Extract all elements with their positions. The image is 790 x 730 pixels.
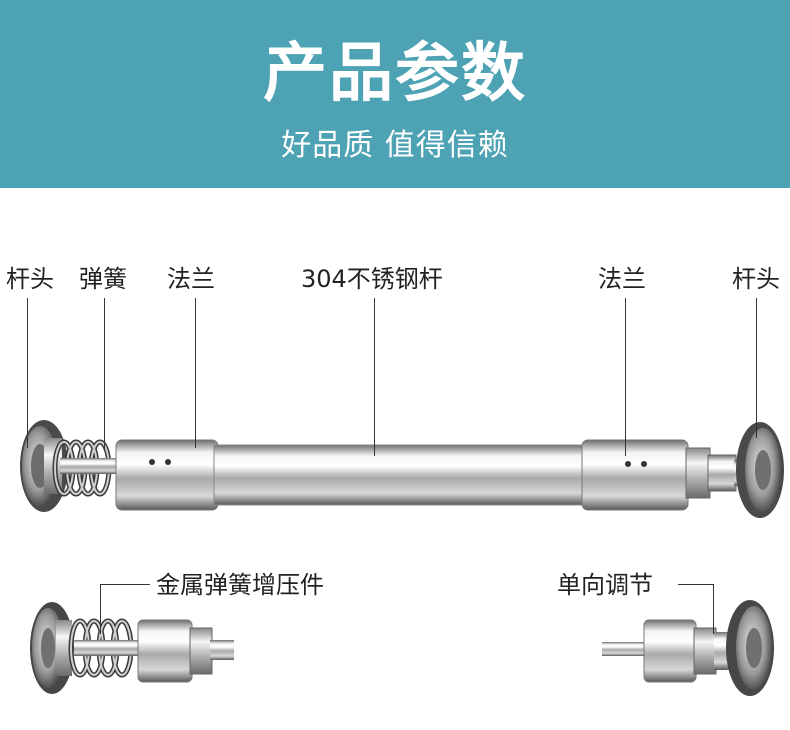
main-assembly — [20, 420, 784, 518]
label-spring-compressor: 金属弹簧增压件 — [156, 571, 324, 599]
one-way-adjuster-detail — [602, 600, 774, 696]
leader-flange-right — [625, 298, 626, 456]
main-steel-rod — [213, 444, 589, 506]
leader-one-way-adjuster-v — [713, 584, 714, 634]
label-rod-head-right: 杆头 — [732, 265, 780, 293]
leader-spring-compressor-h — [100, 584, 150, 585]
right-flange — [581, 439, 689, 511]
leader-spring — [104, 298, 105, 450]
left-flange — [115, 439, 219, 511]
banner-subtitle: 好品质 值得信赖 — [281, 128, 509, 163]
label-spring: 弹簧 — [79, 265, 127, 293]
banner-title: 产品参数 — [263, 37, 527, 111]
leader-one-way-adjuster-h — [678, 584, 714, 585]
label-flange-right: 法兰 — [598, 265, 646, 293]
leader-rod-head-right — [756, 298, 757, 438]
label-one-way-adjuster: 单向调节 — [557, 571, 653, 599]
leader-rod-head-left — [27, 298, 28, 448]
label-rod-head-left: 杆头 — [6, 265, 54, 293]
label-steel-rod: 304不锈钢杆 — [301, 265, 443, 293]
spring-compressor-detail — [30, 602, 234, 694]
leader-spring-compressor-v — [100, 584, 101, 634]
label-flange-left: 法兰 — [167, 265, 215, 293]
leader-flange-left — [195, 298, 196, 448]
leader-steel-rod — [374, 298, 375, 456]
header-banner: 产品参数 好品质 值得信赖 — [0, 0, 790, 188]
